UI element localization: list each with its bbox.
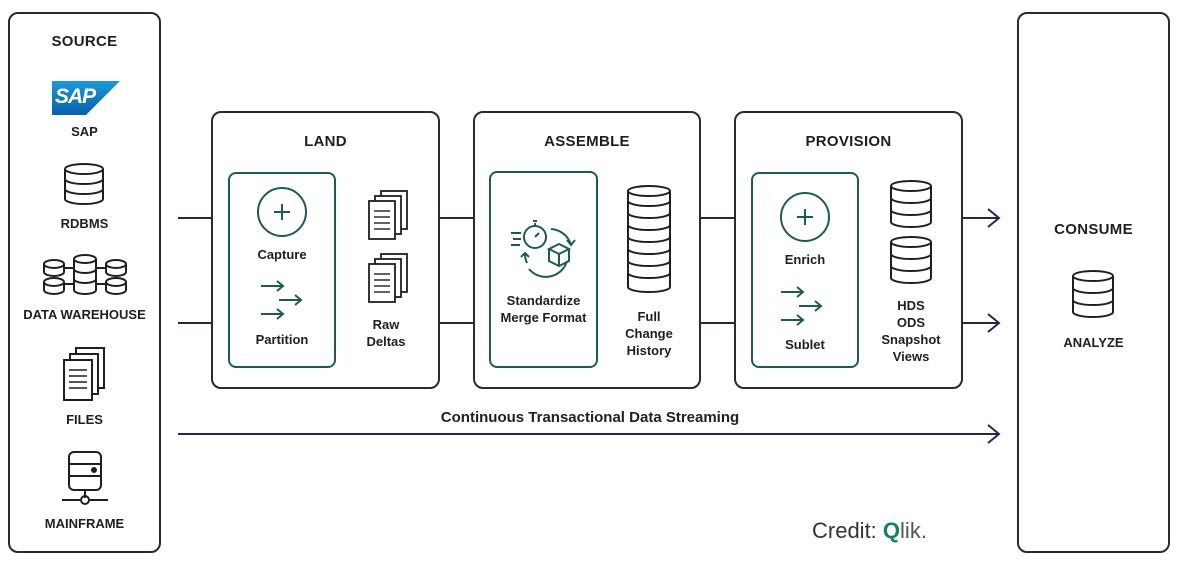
history-line1: Full [637,309,661,324]
land-panel [211,111,440,389]
assemble-inner-box [489,171,598,368]
qlik-logo-rest: lik. [900,518,927,543]
hds-ods-snapshot-views-label: HDS ODS Snapshot Views [870,297,952,365]
sap-logo: SAP [52,81,120,120]
enrich-plus-icon [779,191,831,248]
consume-title: CONSUME [1054,221,1133,238]
arrowhead-top [987,208,1001,228]
full-change-history-label: Full Change History [610,308,688,359]
provision-inner-box [751,172,859,368]
analyze-database-icon [1071,270,1115,325]
land-title: LAND [304,133,347,150]
arrowhead-bottom [987,313,1001,333]
assemble-title: ASSEMBLE [544,133,630,150]
raw-deltas-label: Raw Deltas [350,316,422,350]
analyze-label: ANALYZE [1063,335,1124,350]
raw-deltas-line2: Deltas [366,334,406,349]
raw-deltas-files-icon-bottom [367,252,411,311]
database-icon [63,163,105,210]
source-item-data-warehouse: DATA WAREHOUSE [23,307,146,322]
enrich-label: Enrich [784,252,826,267]
views-line3: Snapshot [881,332,941,347]
hds-database-icon-top [889,180,933,235]
views-line1: HDS [897,298,925,313]
history-line3: History [626,343,672,358]
standardize-merge-icon [509,213,579,288]
provision-title: PROVISION [805,133,892,150]
streaming-arrowhead [987,424,1001,444]
source-item-files: FILES [66,412,103,427]
consume-panel [1017,12,1170,553]
land-inner-box [228,172,336,368]
partition-label: Partition [255,332,309,347]
assemble-panel [473,111,701,389]
sap-logo-text: SAP [55,85,96,108]
capture-label: Capture [257,247,307,262]
history-line2: Change [625,326,673,341]
standardize-line2: Merge Format [500,310,587,325]
full-change-history-icon [626,185,672,300]
sublet-arrows-icon [779,286,825,331]
data-warehouse-icon [42,254,128,303]
capture-plus-icon [256,186,308,243]
provision-panel [734,111,963,389]
credit: Credit: Qlik. [812,518,927,544]
mainframe-icon [62,450,108,511]
raw-deltas-line1: Raw [372,317,400,332]
source-item-sap: SAP [71,124,98,139]
sublet-label: Sublet [785,337,825,352]
partition-arrows-icon [259,280,305,325]
source-title: SOURCE [51,33,118,50]
streaming-label: Continuous Transactional Data Streaming [440,409,740,426]
credit-prefix: Credit: [812,518,877,543]
views-line4: Views [892,349,930,364]
source-item-mainframe: MAINFRAME [44,516,125,531]
standardize-line1: Standardize [506,293,581,308]
standardize-label: Standardize Merge Format [489,292,598,326]
views-line2: ODS [896,315,926,330]
hds-database-icon-bottom [889,236,933,291]
qlik-logo-q: Q [882,518,901,543]
files-icon [62,346,108,407]
raw-deltas-files-icon-top [367,189,411,248]
source-item-rdbms: RDBMS [60,216,109,231]
